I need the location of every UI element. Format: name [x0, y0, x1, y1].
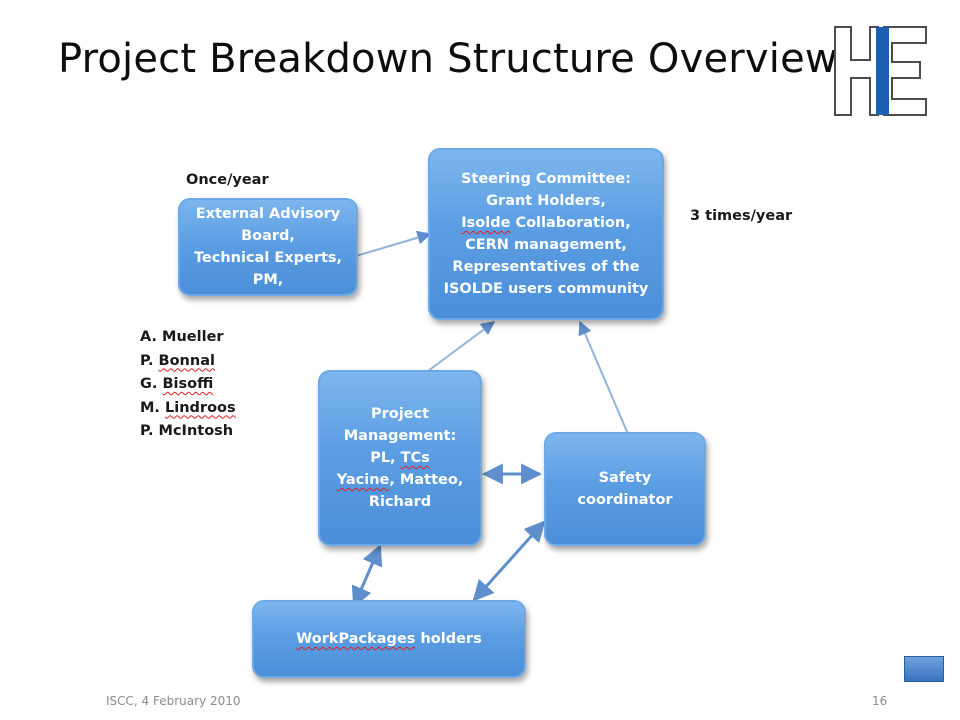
- member-surname: Lindroos: [165, 399, 236, 416]
- member-item: P. Bonnal: [140, 350, 236, 374]
- once-per-year-label: Once/year: [186, 172, 269, 188]
- steering-line-5: Representatives of the: [452, 259, 640, 275]
- steering-isolde-word: Isolde: [461, 215, 511, 231]
- advisory-line-1: External Advisory: [195, 206, 341, 222]
- page-number: 16: [872, 694, 888, 708]
- steering-line-2: Grant Holders,: [486, 193, 606, 209]
- pm-line-4: Yacine, Matteo,: [337, 469, 464, 491]
- safety-line-1: Safety: [598, 470, 652, 486]
- advisory-line-3: Technical Experts,: [193, 250, 343, 266]
- pm-matteo-word: , Matteo,: [389, 472, 464, 488]
- safety-coordinator-box: Safety coordinator: [544, 432, 706, 546]
- member-initial: M.: [140, 399, 165, 416]
- member-surname: Bisoffi: [162, 376, 214, 392]
- pm-yacine-word: Yacine: [336, 472, 390, 488]
- holders-word: holders: [415, 631, 482, 647]
- member-initial: P.: [140, 352, 159, 369]
- member-surname: Bonnal: [158, 352, 215, 369]
- workpackages-word: WorkPackages: [296, 631, 416, 647]
- member-name: P. McIntosh: [140, 423, 234, 439]
- pm-line-3: PL, TCs: [370, 447, 430, 469]
- pm-pl-word: PL,: [370, 450, 401, 466]
- arrow-safety-workpackages: [472, 520, 546, 602]
- pm-tcs-word: TCs: [400, 450, 430, 466]
- slide-nav-button[interactable]: [904, 656, 944, 682]
- member-item: G. Bisoffi: [140, 373, 236, 397]
- member-item: A. Mueller: [140, 326, 236, 350]
- pm-line-5: Richard: [368, 494, 432, 510]
- workpackages-line: WorkPackages holders: [296, 628, 481, 650]
- steering-line-4: CERN management,: [465, 237, 627, 253]
- steering-line-3: Isolde Collaboration,: [461, 212, 631, 234]
- member-item: P. McIntosh: [140, 420, 236, 444]
- advisory-line-4: PM,: [252, 272, 284, 288]
- safety-line-2: coordinator: [577, 492, 673, 508]
- steering-line-6: ISOLDE users community: [443, 281, 649, 297]
- steering-collaboration-word: Collaboration,: [510, 215, 631, 231]
- advisory-line-2: Board,: [241, 228, 295, 244]
- arrow-pm-to-steering: [427, 321, 496, 372]
- member-initial: G.: [140, 376, 163, 392]
- arrow-advisory-to-steering: [355, 230, 432, 257]
- arrow-pm-workpackages: [351, 544, 383, 608]
- three-times-per-year-label: 3 times/year: [690, 208, 793, 224]
- member-name: A. Mueller: [140, 329, 224, 345]
- member-item: M. Lindroos: [140, 397, 236, 421]
- he-logo-icon: [834, 26, 927, 116]
- steering-committee-box: Steering Committee: Grant Holders, Isold…: [428, 148, 664, 320]
- arrow-safety-to-steering: [578, 320, 629, 435]
- workpackages-holders-box: WorkPackages holders: [252, 600, 526, 678]
- pm-line-1: Project: [370, 406, 430, 422]
- steering-line-1: Steering Committee:: [460, 171, 632, 187]
- pm-line-2: Management:: [343, 428, 457, 444]
- slide-title: Project Breakdown Structure Overview: [58, 36, 838, 82]
- footer-date: ISCC, 4 February 2010: [106, 694, 241, 708]
- board-members-list: A. Mueller P. Bonnal G. Bisoffi M. Lindr…: [140, 326, 236, 444]
- project-management-box: Project Management: PL, TCs Yacine, Matt…: [318, 370, 482, 546]
- external-advisory-board-box: External Advisory Board, Technical Exper…: [178, 198, 358, 296]
